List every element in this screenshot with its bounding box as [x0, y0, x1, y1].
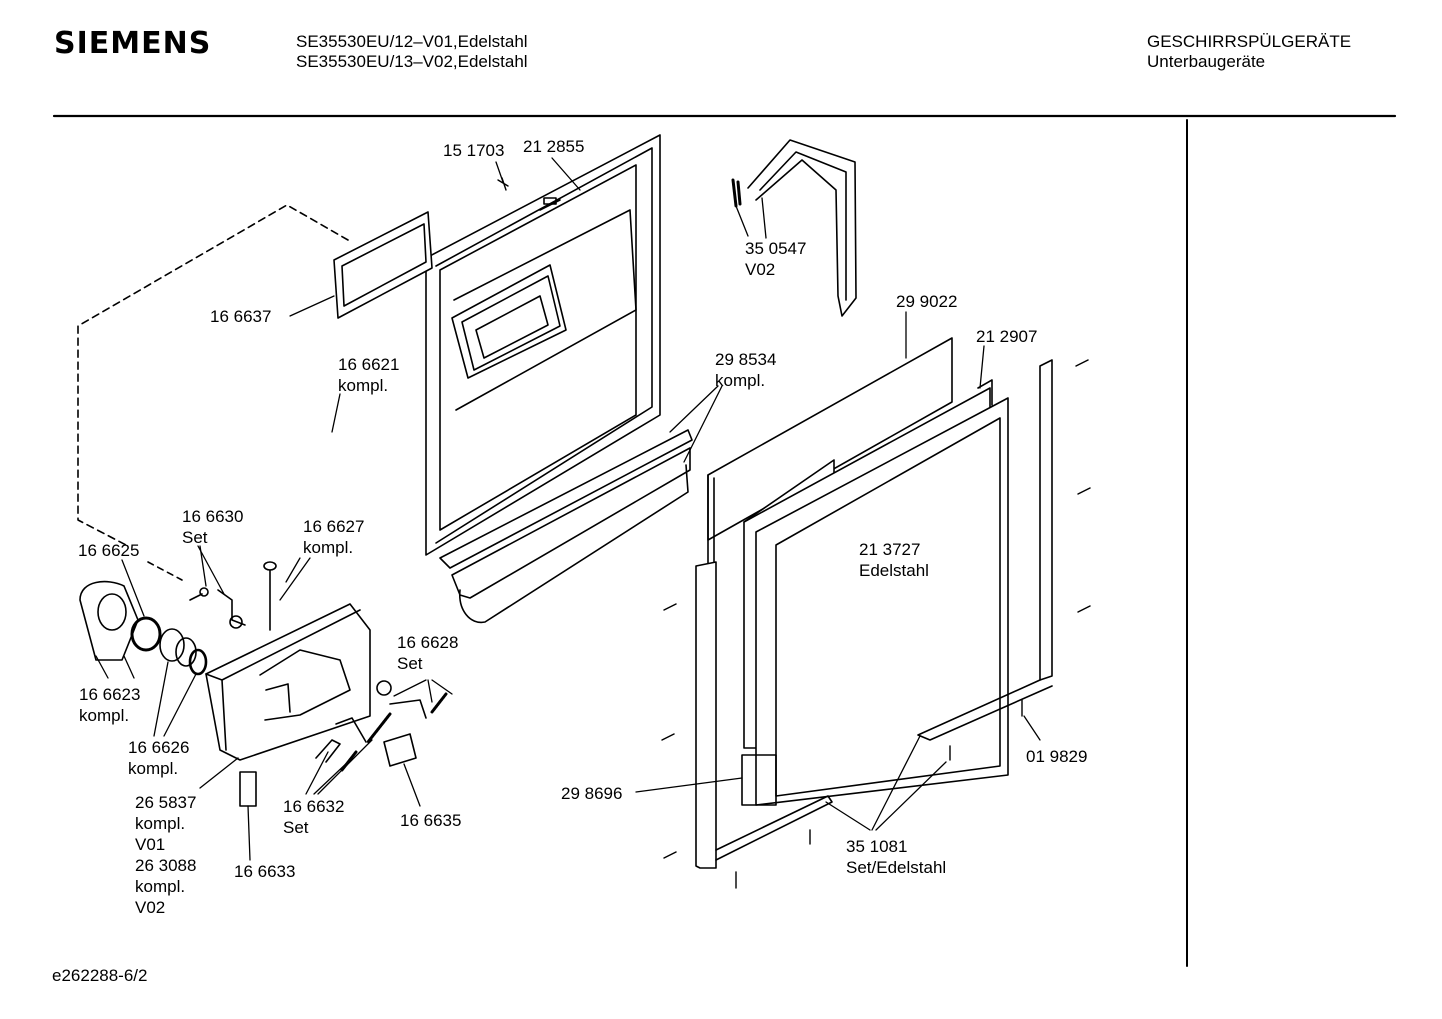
screw-set — [497, 177, 1091, 889]
category-line-2: Unterbaugeräte — [1147, 52, 1266, 71]
ring-seal — [130, 616, 162, 652]
model-info: SE35530EU/12–V01,Edelstahl SE35530EU/13–… — [296, 32, 528, 72]
part-label-166633: 16 6633 — [234, 862, 296, 881]
inner-door-panel — [425, 134, 661, 556]
dashed-guide-line — [77, 204, 349, 547]
leader-lines — [95, 157, 1041, 861]
door-seal-frame — [333, 211, 433, 319]
small-spring-parts — [189, 561, 448, 807]
top-bracket — [731, 139, 857, 317]
bottom-strip — [439, 429, 693, 624]
part-label-166637: 16 6637 — [210, 307, 272, 326]
drawing-code: e262288-6/2 — [52, 966, 148, 985]
side-frame — [695, 359, 1053, 869]
knob-assembly — [159, 628, 208, 676]
category-line-1: GESCHIRRSPÜLGERÄTE — [1147, 32, 1352, 51]
dispenser-box — [205, 603, 371, 761]
siemens-logo: SIEMENS — [54, 26, 212, 61]
part-label-299022: 29 9022 — [896, 292, 958, 311]
part-label-151703: 15 1703 — [443, 141, 505, 160]
part-label-298696: 29 8696 — [561, 784, 623, 803]
handle-cover — [79, 580, 139, 661]
part-label-212855: 21 2855 — [523, 137, 585, 156]
part-label-166635: 16 6635 — [400, 811, 462, 830]
category-info: GESCHIRRSPÜLGERÄTE Unterbaugeräte — [1147, 32, 1351, 72]
dashed-guide-line-2 — [147, 561, 183, 581]
model-line-2: SE35530EU/13–V02,Edelstahl — [296, 52, 528, 71]
part-label-166625: 16 6625 — [78, 541, 140, 560]
outer-front-panel — [707, 337, 1009, 851]
part-label-019829: 01 9829 — [1026, 747, 1088, 766]
model-line-1: SE35530EU/12–V01,Edelstahl — [296, 32, 528, 51]
part-label-212907: 21 2907 — [976, 327, 1038, 346]
